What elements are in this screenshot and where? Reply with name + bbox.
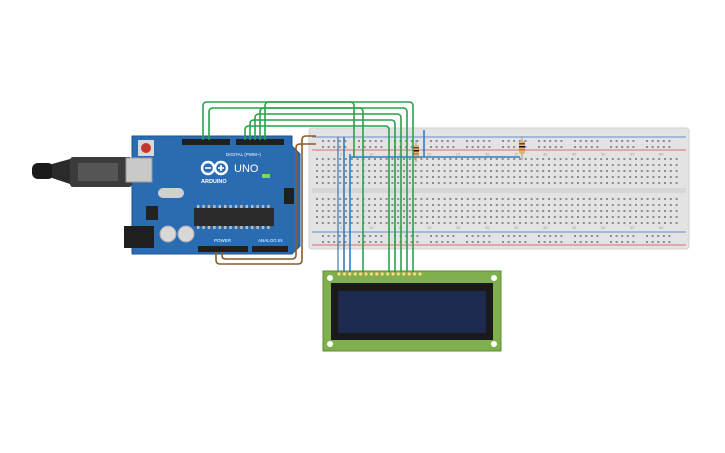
- breadboard-column-number: 50: [601, 153, 605, 157]
- usb-cable[interactable]: [32, 157, 132, 187]
- power-led: [262, 174, 270, 178]
- power-jack: [124, 226, 154, 248]
- breadboard-column-number: 40: [543, 226, 547, 230]
- digital-header-left: [182, 139, 230, 145]
- breadboard-holes: [316, 140, 678, 243]
- breadboard-column-number: 50: [601, 226, 605, 230]
- lcd-mount-hole-tl: [327, 275, 333, 281]
- lcd-screen: [338, 291, 486, 333]
- wire-green-6[interactable]: [259, 107, 408, 272]
- usb-strain-relief: [52, 159, 70, 184]
- breadboard-column-number: 25: [456, 153, 460, 157]
- breadboard-column-number: 10: [369, 226, 373, 230]
- digital-header-right: [236, 139, 284, 145]
- breadboard-column-number: 45: [572, 153, 576, 157]
- usb-connector-inner: [78, 163, 118, 181]
- arduino-uno-board[interactable]: ARDUINO UNO DIGITAL (PWM~) POWER ANALOG …: [124, 135, 301, 255]
- voltage-regulator: [146, 206, 158, 220]
- resistor-1[interactable]: [413, 140, 419, 162]
- lcd-pin-header: [336, 271, 423, 277]
- wire-green-4[interactable]: [249, 119, 396, 272]
- breadboard-column-number: 5: [340, 226, 342, 230]
- wire-brown-1[interactable]: [215, 135, 316, 265]
- wires[interactable]: [202, 101, 520, 272]
- breadboard-column-number: 60: [659, 153, 663, 157]
- analog-in-label: ANALOG IN: [258, 238, 283, 243]
- breadboard-column-number: 60: [659, 226, 663, 230]
- breadboard-center-channel: [312, 188, 686, 193]
- wire-brown-2[interactable]: [221, 143, 316, 260]
- reset-button[interactable]: [141, 143, 151, 153]
- analog-header: [252, 246, 288, 252]
- wire-green-5[interactable]: [254, 113, 402, 272]
- breadboard-column-number: 30: [485, 226, 489, 230]
- breadboard[interactable]: 5510101515202025253030353540404545505055…: [308, 127, 690, 250]
- digital-pins-label: DIGITAL (PWM~): [226, 152, 261, 157]
- atmega-chip: [194, 208, 274, 226]
- power-label: POWER: [214, 238, 232, 243]
- arduino-infinity-logo: [200, 160, 229, 176]
- breadboard-column-number: 35: [514, 226, 518, 230]
- power-header: [198, 246, 248, 252]
- lcd-mount-hole-br: [491, 341, 497, 347]
- breadboard-column-number: 20: [427, 153, 431, 157]
- breadboard-column-number: 55: [630, 153, 634, 157]
- breadboard-column-number: 40: [543, 153, 547, 157]
- wire-green-7[interactable]: [264, 101, 414, 272]
- breadboard-column-number: 25: [456, 226, 460, 230]
- icsp-header: [284, 188, 294, 204]
- capacitor-2: [177, 225, 195, 243]
- breadboard-column-number: 10: [369, 153, 373, 157]
- usb-plug-end: [32, 163, 54, 179]
- lcd-16x2-module[interactable]: [322, 270, 502, 352]
- lcd-mount-hole-bl: [327, 341, 333, 347]
- lcd-mount-hole-tr: [491, 275, 497, 281]
- chip-pins: [197, 205, 270, 229]
- breadboard-column-number: 30: [485, 153, 489, 157]
- usb-port: [125, 157, 153, 183]
- arduino-model-label: UNO: [234, 163, 259, 175]
- breadboard-column-number: 35: [514, 153, 518, 157]
- arduino-brand-label: ARDUINO: [201, 179, 227, 185]
- capacitor-1: [159, 225, 177, 243]
- breadboard-column-number: 20: [427, 226, 431, 230]
- breadboard-column-number: 5: [340, 153, 342, 157]
- resistor-2[interactable]: [519, 136, 525, 160]
- breadboard-column-number: 55: [630, 226, 634, 230]
- breadboard-column-number: 45: [572, 226, 576, 230]
- arduino-pcb: [131, 135, 301, 255]
- wire-green-3[interactable]: [244, 125, 390, 272]
- crystal-oscillator: [158, 188, 184, 198]
